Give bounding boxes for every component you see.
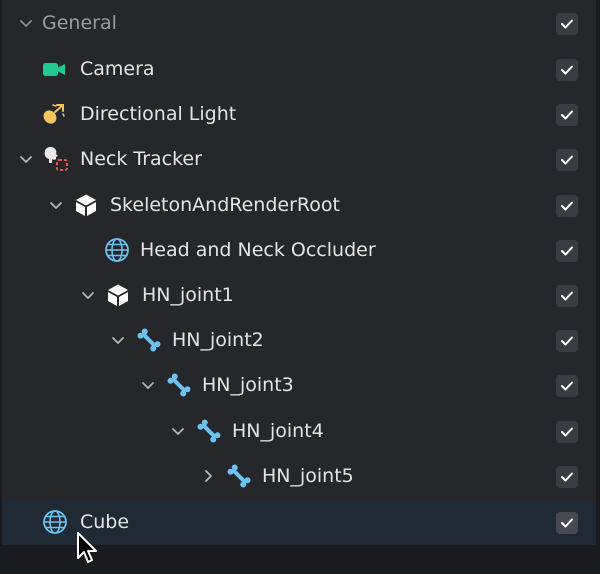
visibility-checkbox[interactable] [556,421,578,443]
chevron-right-icon[interactable] [200,468,216,484]
visibility-checkbox[interactable] [556,59,578,81]
hierarchy-item-label: HN_joint3 [202,374,294,396]
chevron-down-icon[interactable] [80,287,96,303]
hierarchy-item-label: HN_joint4 [232,420,324,442]
visibility-checkbox[interactable] [556,195,578,217]
chevron-down-icon[interactable] [48,197,64,213]
visibility-checkbox[interactable] [556,240,578,262]
cube-group-icon [76,194,96,216]
chevron-down-icon[interactable] [170,423,186,439]
visibility-checkbox[interactable] [556,330,578,352]
bone-icon [197,419,221,443]
checkmark-icon [561,110,573,120]
neck-tracker-icon [44,147,68,171]
checkmark-icon [561,201,573,211]
checkmark-icon [561,336,573,346]
chevron-down-icon[interactable] [18,15,34,31]
visibility-checkbox[interactable] [556,512,578,534]
hierarchy-item-label: HN_joint1 [142,284,234,306]
hierarchy-panel [2,0,596,544]
visibility-checkbox[interactable] [556,149,578,171]
checkmark-icon [561,19,573,29]
section-general[interactable]: General [2,1,596,46]
hierarchy-item-label: Camera [80,58,155,80]
bone-icon [137,328,161,352]
bone-icon [167,373,191,397]
hierarchy-item-hn-joint5[interactable]: HN_joint5 [2,454,596,499]
hierarchy-item-cube[interactable]: Cube [2,500,596,545]
section-visibility-checkbox[interactable] [556,13,578,35]
hierarchy-item-label: Cube [80,511,130,533]
checkmark-icon [561,155,573,165]
checkmark-icon [561,472,573,482]
bone-icon [227,464,251,488]
section-label: General [42,12,117,34]
visibility-checkbox[interactable] [556,466,578,488]
visibility-checkbox[interactable] [556,375,578,397]
hierarchy-item-label: Neck Tracker [80,148,202,170]
checkmark-icon [561,381,573,391]
hierarchy-item-label: SkeletonAndRenderRoot [110,194,340,216]
hierarchy-item-label: HN_joint5 [262,465,354,487]
hierarchy-item-directional-light[interactable]: Directional Light [2,92,596,137]
visibility-checkbox[interactable] [556,104,578,126]
cube-group-icon [108,284,128,306]
hierarchy-item-camera[interactable]: Camera [2,47,596,92]
camera-icon [43,63,65,76]
checkmark-icon [561,427,573,437]
hierarchy-item-label: HN_joint2 [172,329,264,351]
globe-mesh-icon [43,510,67,534]
checkmark-icon [561,246,573,256]
hierarchy-item-hn-joint2[interactable]: HN_joint2 [2,318,596,363]
hierarchy-item-hn-joint3[interactable]: HN_joint3 [2,363,596,408]
hierarchy-item-hn-joint4[interactable]: HN_joint4 [2,409,596,454]
hierarchy-item-skeleton-and-render-root[interactable]: SkeletonAndRenderRoot [2,183,596,228]
globe-mesh-icon [105,238,129,262]
checkmark-icon [561,518,573,528]
hierarchy-item-hn-joint1[interactable]: HN_joint1 [2,273,596,318]
hierarchy-item-head-and-neck-occluder[interactable]: Head and Neck Occluder [2,228,596,273]
mouse-pointer-icon [77,532,97,563]
hierarchy-item-label: Head and Neck Occluder [140,239,376,261]
chevron-down-icon[interactable] [140,377,156,393]
visibility-checkbox[interactable] [556,285,578,307]
chevron-down-icon[interactable] [110,332,126,348]
chevron-down-icon[interactable] [18,151,34,167]
checkmark-icon [561,291,573,301]
hierarchy-item-label: Directional Light [80,103,237,125]
hierarchy-item-neck-tracker[interactable]: Neck Tracker [2,137,596,182]
checkmark-icon [561,65,573,75]
directional-light-icon [43,104,65,124]
